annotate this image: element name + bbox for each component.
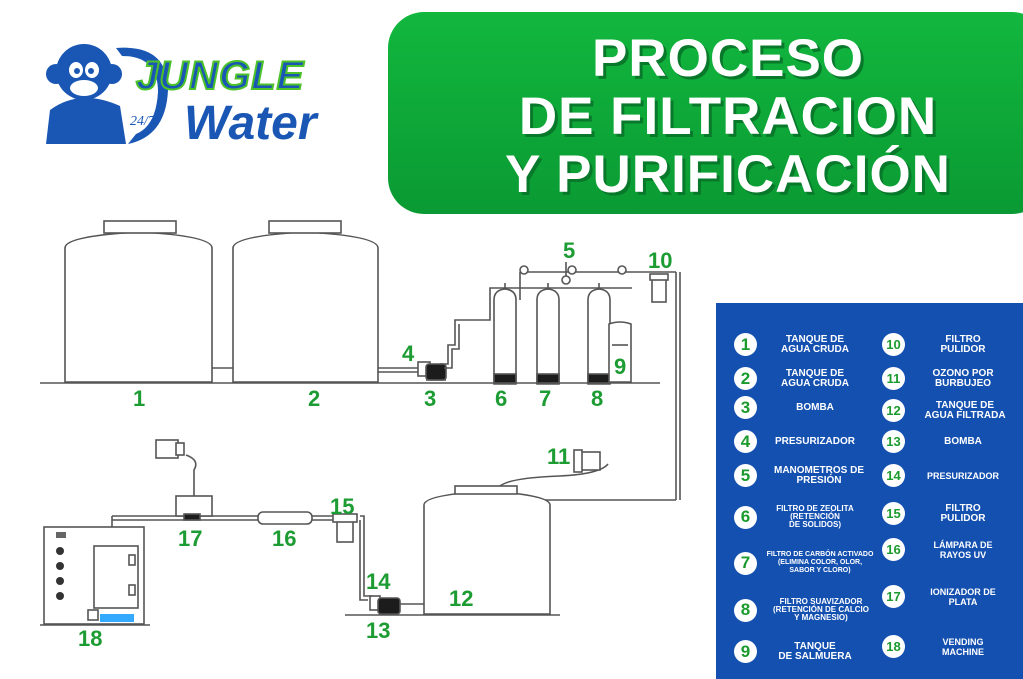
legend-item: 8 FILTRO SUAVIZADOR (RETENCIÓN DE CALCIO…	[734, 598, 884, 622]
legend-text: PRESURIZADOR	[774, 435, 855, 447]
legend-number: 14	[882, 464, 905, 487]
legend-number: 11	[882, 367, 905, 390]
diagram-label: 14	[366, 569, 391, 594]
carbon-filter-7	[536, 283, 560, 385]
legend-number: 2	[734, 367, 757, 390]
monkey-logo-icon	[46, 44, 168, 144]
diagram-label: 4	[402, 341, 415, 366]
title-line3: Y PURIFICACIÓN	[505, 145, 951, 204]
legend-text: TANQUE DE AGUA CRUDA	[781, 367, 849, 389]
legend-text: TANQUE DE AGUA CRUDA	[781, 333, 849, 355]
diagram-label: 10	[648, 248, 673, 273]
legend-text: TANQUE DE SALMUERA	[778, 640, 852, 662]
legend-text: TANQUE DE AGUA FILTRADA	[924, 399, 1006, 421]
brand-hours: 24/7	[130, 114, 155, 129]
legend-number: 8	[734, 598, 757, 622]
legend-panel: 1 TANQUE DE AGUA CRUDA 2 TANQUE DE AGUA …	[716, 303, 1023, 679]
zeolite-filter-6	[493, 283, 517, 385]
legend-item: 5 MANOMETROS DE PRESIÓN	[734, 464, 884, 487]
legend-text: MANOMETROS DE PRESIÓN	[774, 464, 864, 486]
raw-water-tank-1	[64, 220, 213, 383]
legend-number: 17	[882, 585, 905, 608]
legend-item: 13 BOMBA	[882, 430, 1022, 453]
pump-3	[417, 361, 447, 381]
legend-text: VENDING MACHINE	[942, 636, 984, 657]
title-line2: DE FILTRACION	[518, 87, 938, 146]
brand-line2: Water	[184, 97, 317, 150]
legend-item: 14 PRESURIZADOR	[882, 464, 1022, 487]
legend-number: 18	[882, 635, 905, 658]
legend-item: 17 IONIZADOR DE PLATA	[882, 585, 1022, 608]
diagram-label: 6	[495, 386, 508, 411]
diagram-label: 2	[308, 386, 321, 411]
page-title: PROCESO DE FILTRACION Y PURIFICACIÓN	[388, 30, 1023, 204]
legend-text: BOMBA	[944, 435, 982, 447]
title-line1: PROCESO	[591, 29, 865, 88]
legend-number: 7	[734, 551, 757, 575]
legend-number: 12	[882, 399, 905, 422]
legend-text: PRESURIZADOR	[926, 470, 999, 481]
legend-item: 1 TANQUE DE AGUA CRUDA	[734, 333, 874, 356]
title-banner	[388, 12, 1023, 214]
legend-item: 16 LÁMPARA DE RAYOS UV	[882, 538, 1022, 561]
legend-item: 15 FILTRO PULIDOR	[882, 502, 1022, 525]
diagram-label: 11	[547, 444, 571, 469]
legend-text: FILTRO SUAVIZADOR (RETENCIÓN DE CALCIO Y…	[773, 597, 869, 622]
legend-item: 2 TANQUE DE AGUA CRUDA	[734, 367, 874, 390]
legend-text: IONIZADOR DE PLATA	[930, 586, 996, 607]
legend-item: 18 VENDING MACHINE	[882, 635, 1022, 658]
diagram-label: 12	[449, 586, 474, 611]
vending-machine-18	[43, 516, 145, 625]
legend-item: 12 TANQUE DE AGUA FILTRADA	[882, 399, 1022, 422]
legend-text: LÁMPARA DE RAYOS UV	[933, 539, 993, 560]
legend-item: 3 BOMBA	[734, 396, 874, 419]
legend-item: 6 FILTRO DE ZEOLITA (RETENCIÓN DE SOLIDO…	[734, 505, 874, 529]
pump-13	[369, 595, 401, 615]
legend-text: FILTRO PULIDOR	[940, 333, 986, 355]
diagram-label: 9	[614, 354, 627, 379]
diagram-label: 5	[563, 238, 576, 263]
legend-item: 7 FILTRO DE CARBÓN ACTIVADO (ELIMINA COL…	[734, 551, 884, 575]
legend-item: 4 PRESURIZADOR	[734, 430, 874, 453]
legend-text: FILTRO DE CARBÓN ACTIVADO (ELIMINA COLOR…	[766, 551, 874, 574]
diagram-label: 16	[272, 526, 297, 551]
legend-number: 5	[734, 464, 757, 487]
diagram-label: 15	[330, 494, 355, 519]
jungle-water-logo: JUNGLE 24/7 Water	[40, 40, 340, 160]
legend-number: 16	[882, 538, 905, 561]
legend-item: 9 TANQUE DE SALMUERA	[734, 640, 874, 663]
legend-text: BOMBA	[796, 401, 834, 413]
legend-number: 9	[734, 640, 757, 663]
legend-number: 6	[734, 505, 757, 529]
legend-item: 11 OZONO POR BURBUJEO	[882, 367, 1022, 390]
legend-number: 10	[882, 333, 905, 356]
legend-number: 1	[734, 333, 757, 356]
legend-number: 4	[734, 430, 757, 453]
diagram-label: 17	[178, 526, 203, 551]
diagram-label: 7	[539, 386, 552, 411]
legend-number: 13	[882, 430, 905, 453]
softener-filter-8	[587, 283, 611, 385]
raw-water-tank-2	[232, 220, 379, 383]
diagram-label: 1	[133, 386, 146, 411]
diagram-label: 3	[424, 386, 437, 411]
legend-text: OZONO POR BURBUJEO	[932, 367, 994, 389]
diagram-label: 8	[591, 386, 604, 411]
diagram-label: 18	[78, 626, 103, 651]
brand-line1: JUNGLE	[135, 53, 305, 99]
legend-item: 10 FILTRO PULIDOR	[882, 333, 1022, 356]
legend-text: FILTRO PULIDOR	[940, 502, 986, 524]
filtered-water-tank-12	[423, 485, 551, 615]
legend-text: FILTRO DE ZEOLITA (RETENCIÓN DE SOLIDOS)	[776, 504, 854, 529]
legend-number: 3	[734, 396, 757, 419]
diagram-label: 13	[366, 618, 391, 643]
legend-number: 15	[882, 502, 905, 525]
